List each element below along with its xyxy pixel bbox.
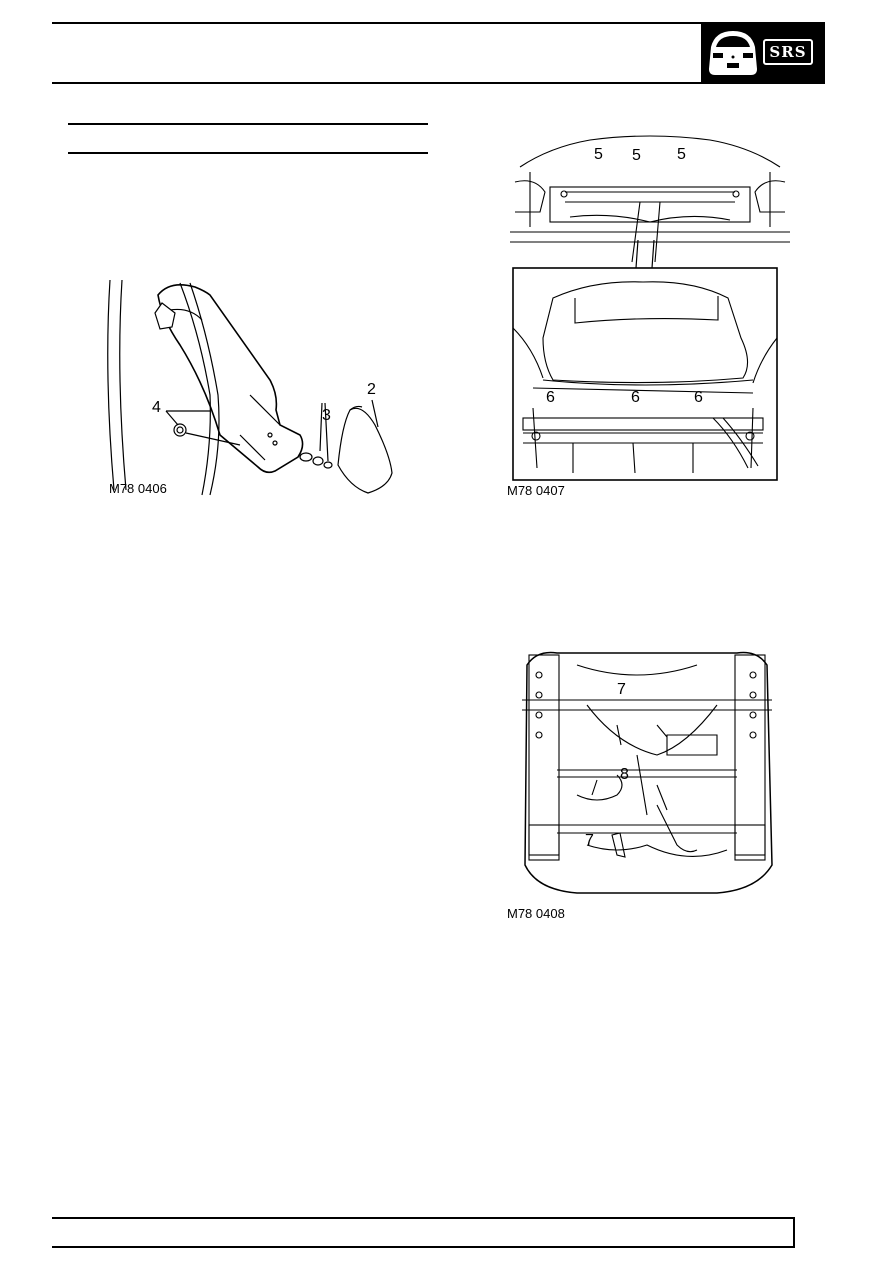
seat-base-detail-illustration [512,267,778,481]
section-rule-bottom [68,152,428,154]
callout-7-bottom: 7 [585,832,594,849]
footer-bottom-rule [52,1246,795,1248]
callout-8: 8 [620,766,629,783]
detail-pointer-lines [635,239,655,269]
header-bottom-rule [52,82,702,84]
callout-6-middle: 6 [631,389,640,406]
seat-side-trim-illustration [107,279,393,496]
callout-6-left: 6 [546,389,555,406]
srs-badge: SRS [763,39,813,65]
footer-top-rule [52,1217,795,1219]
figure-caption: M78 0408 [507,906,565,921]
callout-3: 3 [322,407,331,424]
callout-5-left: 5 [594,146,603,163]
callout-6-right: 6 [694,389,703,406]
figure-caption: M78 0406 [109,481,167,496]
callout-5-middle: 5 [632,147,641,164]
callout-4: 4 [152,399,161,416]
srs-logo: SRS [701,22,825,84]
figure-caption: M78 0407 [507,483,565,498]
callout-7-top: 7 [617,681,626,698]
callout-5-right: 5 [677,146,686,163]
seat-base-upper-illustration [510,135,790,263]
car-front-icon [709,31,757,75]
footer-right-rule [793,1217,795,1248]
header-top-rule [52,22,822,24]
seat-underside-illustration [522,651,773,894]
callout-2: 2 [367,381,376,398]
section-rule-top [68,123,428,125]
